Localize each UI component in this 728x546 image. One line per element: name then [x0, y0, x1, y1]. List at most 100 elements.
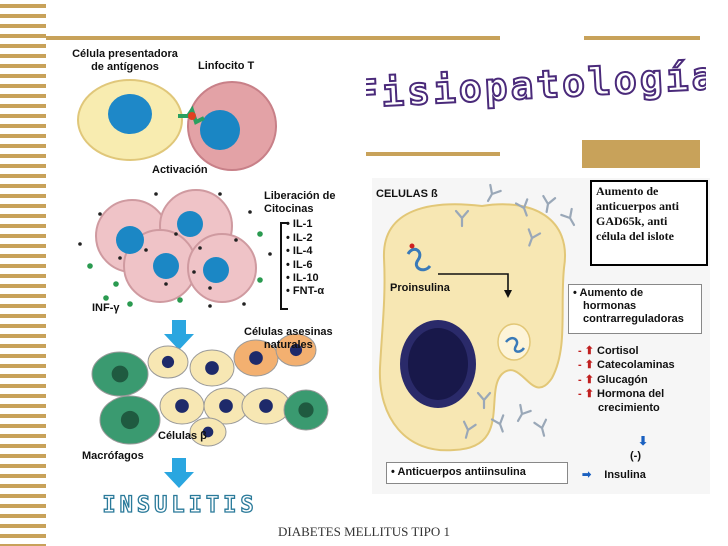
hormones-header-line: contrarreguladoras — [583, 313, 684, 326]
cell-nucleus — [298, 402, 314, 418]
hormone-item: - ⬆ Glucagón — [578, 373, 675, 387]
activated-nucleus-4 — [203, 257, 229, 283]
activated-nucleus-1 — [116, 226, 144, 254]
cytokine-item: • FNT-α — [286, 285, 325, 298]
antibody-icon — [516, 403, 532, 423]
cell-nucleus — [205, 361, 219, 375]
stripe — [0, 454, 46, 458]
page-title-text: Fisiopatología — [366, 54, 706, 117]
stripe — [0, 334, 46, 338]
cytokine-dot — [164, 282, 168, 286]
cytokine-dot — [98, 212, 102, 216]
granule-insulin-icon — [505, 336, 526, 353]
cytokine-dot — [144, 248, 148, 252]
cytokine-item: • IL-2 — [286, 231, 313, 244]
cell-nucleus — [259, 399, 273, 413]
cell-nucleus — [219, 399, 233, 413]
proinsulin-arrow-head — [504, 290, 512, 298]
cell-nucleus — [249, 351, 263, 365]
hormones-box: • Aumento de hormonas contrarreguladoras — [568, 284, 702, 334]
stripe — [0, 514, 46, 518]
proinsulin-arrow — [438, 273, 509, 294]
hormone-label: Catecolaminas — [597, 359, 675, 372]
cytokine-release-label: Liberación de Citocinas • IL-1 • IL-2 • … — [264, 190, 336, 299]
stripe — [0, 214, 46, 218]
stripe — [0, 314, 46, 318]
antibody-icon — [462, 420, 477, 439]
antibody-icon — [542, 194, 557, 213]
stripe — [0, 274, 46, 278]
cytokine-dot — [248, 210, 252, 214]
anti-insulin-box: • Anticuerpos antiinsulina — [386, 462, 568, 484]
receptor-complex — [178, 105, 205, 125]
cytokine-item: • IL-4 — [286, 245, 313, 258]
cells-header: CELULAS ß — [376, 188, 438, 200]
nk-label-line-1: Células asesinas — [244, 326, 333, 338]
stripe — [0, 434, 46, 438]
up-arrow-icon: - ⬆ — [578, 387, 597, 400]
stripe — [0, 504, 46, 508]
cytokine-dot — [192, 270, 196, 274]
down-arrow-icon: ⬇ — [638, 434, 649, 448]
activated-nucleus-2 — [177, 211, 203, 237]
beta-cell-diagram: CELULAS ß Proinsulina Aumento de anticue… — [372, 178, 710, 494]
stripe — [0, 54, 46, 58]
beta-cell-body — [378, 203, 567, 452]
stripe — [0, 124, 46, 128]
cytokine-dot — [242, 302, 246, 306]
antibody-icon — [527, 228, 542, 247]
beta-cells-label: Células β — [158, 430, 207, 442]
stripe — [0, 384, 46, 388]
hormone-item-continued: crecimiento — [598, 402, 660, 415]
antibody-icon — [476, 391, 492, 410]
arrow-down-1 — [164, 320, 194, 350]
apc-label-line-2: de antígenos — [91, 60, 159, 73]
stripe — [0, 444, 46, 448]
cytokine-dot — [257, 277, 263, 283]
antibody-box-line: GAD65k, anti — [596, 214, 668, 228]
stripe — [0, 544, 46, 546]
cell-nucleus — [161, 355, 175, 369]
cytokine-dot — [268, 252, 272, 256]
cell-nucleus — [202, 426, 214, 438]
stripe — [0, 14, 46, 18]
stripe — [0, 104, 46, 108]
antibody-icon — [560, 207, 576, 227]
up-arrow-icon: - ⬆ — [578, 359, 597, 372]
insulin-row: ➡ Insulina — [582, 468, 646, 481]
inf-gamma-label: INF-γ — [92, 302, 120, 314]
stripe — [0, 244, 46, 248]
cytokine-bracket — [280, 222, 288, 310]
cytokine-dot — [154, 192, 158, 196]
insulitis-text: INSULITIS — [102, 493, 257, 518]
cytokine-dot — [127, 301, 133, 307]
beta-cells-cluster — [91, 333, 329, 447]
t-cell-nucleus — [200, 110, 240, 150]
cytokine-item: • IL-6 — [286, 258, 313, 271]
stripe — [0, 364, 46, 368]
insulitis-diagram: INSULITIS Célula presentadora de antígen… — [60, 44, 358, 518]
cytokine-dot — [218, 192, 222, 196]
hormone-label: Hormona del — [597, 387, 665, 400]
stripe — [0, 414, 46, 418]
cytokine-item: • IL-1 — [286, 218, 313, 231]
stripe — [0, 94, 46, 98]
hormone-label: Cortisol — [597, 345, 639, 357]
decorative-stripes — [0, 4, 46, 546]
stripe — [0, 64, 46, 68]
activated-nucleus-3 — [153, 253, 179, 279]
stripe — [0, 294, 46, 298]
anti-insulin-label: • Anticuerpos antiinsulina — [391, 466, 526, 478]
arrow-down-2 — [164, 458, 194, 488]
hormones-list: - ⬆ Cortisol - ⬆ Catecolaminas - ⬆ Gluca… — [578, 344, 675, 415]
cytokine-dot — [177, 297, 183, 303]
cytokine-dot — [234, 238, 238, 242]
cytokine-dot — [208, 304, 212, 308]
stripe — [0, 194, 46, 198]
stripe — [0, 164, 46, 168]
stripe — [0, 324, 46, 328]
nk-label-line-2: naturales — [263, 338, 313, 351]
cytokine-dot — [174, 232, 178, 236]
hormone-item: - ⬆ Catecolaminas — [578, 358, 675, 372]
stripe — [0, 464, 46, 468]
